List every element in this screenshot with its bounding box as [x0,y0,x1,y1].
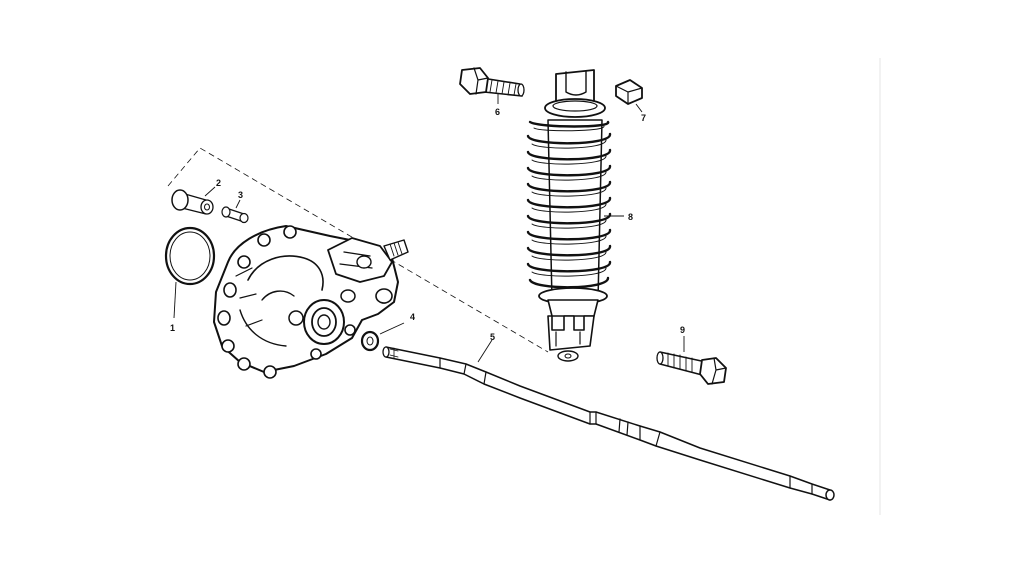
part-drive-shaft [382,339,835,501]
part-washer [360,322,405,352]
callout-6: 6 [495,107,500,117]
callout-8: 8 [628,212,633,222]
callout-labels: 1 2 3 4 5 6 7 8 9 [170,107,685,342]
part-gear-case-housing [213,225,409,379]
part-lower-bolt [656,336,727,385]
callout-3: 3 [238,190,243,200]
part-shock-absorber [526,69,624,362]
part-nut [615,79,643,113]
part-upper-bolt [459,67,525,104]
part-bushing [171,186,216,215]
part-o-ring [164,226,216,319]
callout-9: 9 [680,325,685,335]
callout-2: 2 [216,178,221,188]
callout-1: 1 [170,323,175,333]
part-pin [221,199,249,224]
callout-5: 5 [490,332,495,342]
callout-4: 4 [410,312,415,322]
callout-7: 7 [641,113,646,123]
